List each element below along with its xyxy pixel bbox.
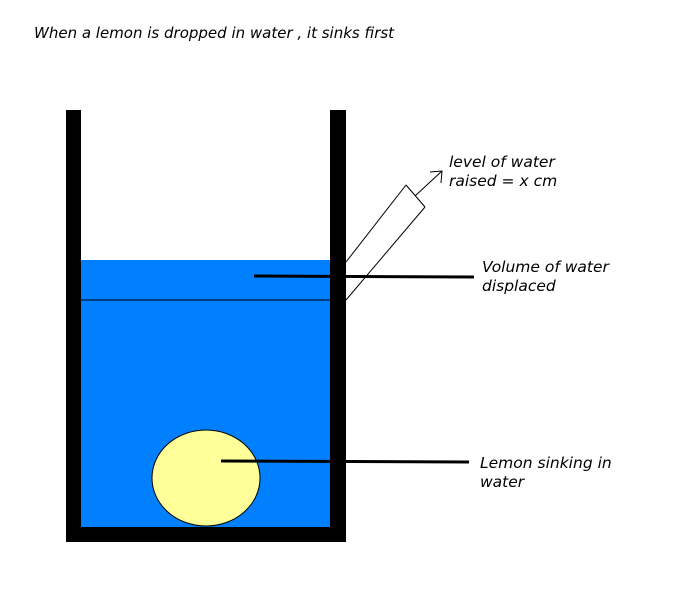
arrow-head-icon: [429, 170, 443, 184]
container-base: [66, 527, 346, 542]
lemon: [151, 429, 261, 527]
volume-label-line1: Volume of water: [482, 258, 611, 276]
dimension-line-upper: [345, 184, 407, 263]
level-raised-dimension: [345, 170, 443, 301]
level-label-line1: level of water: [449, 153, 556, 171]
volume-leader-line: [253, 274, 475, 279]
volume-label-line2: displaced: [482, 277, 556, 295]
container-left-wall: [66, 110, 81, 542]
container-right-wall: [330, 110, 346, 542]
diagram-title: When a lemon is dropped in water , it si…: [34, 24, 395, 42]
lemon-label-line2: water: [480, 473, 526, 491]
lemon-label-line1: Lemon sinking in: [480, 454, 612, 472]
dimension-line-lower: [345, 206, 426, 301]
dimension-arrow-shaft: [414, 170, 443, 197]
level-label-line2: raised = x cm: [449, 172, 557, 190]
lemon-leader-line: [220, 459, 470, 464]
